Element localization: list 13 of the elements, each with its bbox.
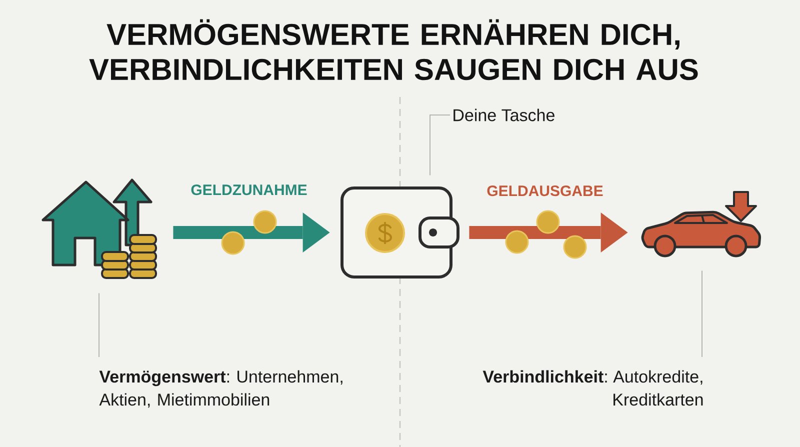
leader-line [98, 292, 100, 358]
car-icon [641, 191, 762, 258]
flow-arrow [173, 212, 330, 252]
title: VERMÖGENSWERTE ERNÄHREN DICH, VERBINDLICHKEITEN SAUGEN DICH AUS [89, 19, 698, 80]
leader-line [430, 114, 450, 176]
edge-label: GELDAUSGABE [487, 186, 603, 196]
flow-arrow [469, 212, 628, 252]
callout-label: Deine Tasche [454, 108, 554, 122]
description-text: Vermögenswert: Unternehmen, Aktien, Mietimmobilien [99, 370, 342, 408]
house-coins-icon [42, 178, 157, 279]
description-text: Verbindlichkeit: Autokredite, Kreditkarten [482, 370, 703, 406]
wallet-icon [340, 186, 460, 278]
edge-label: GELDZUNAHME [191, 184, 307, 196]
